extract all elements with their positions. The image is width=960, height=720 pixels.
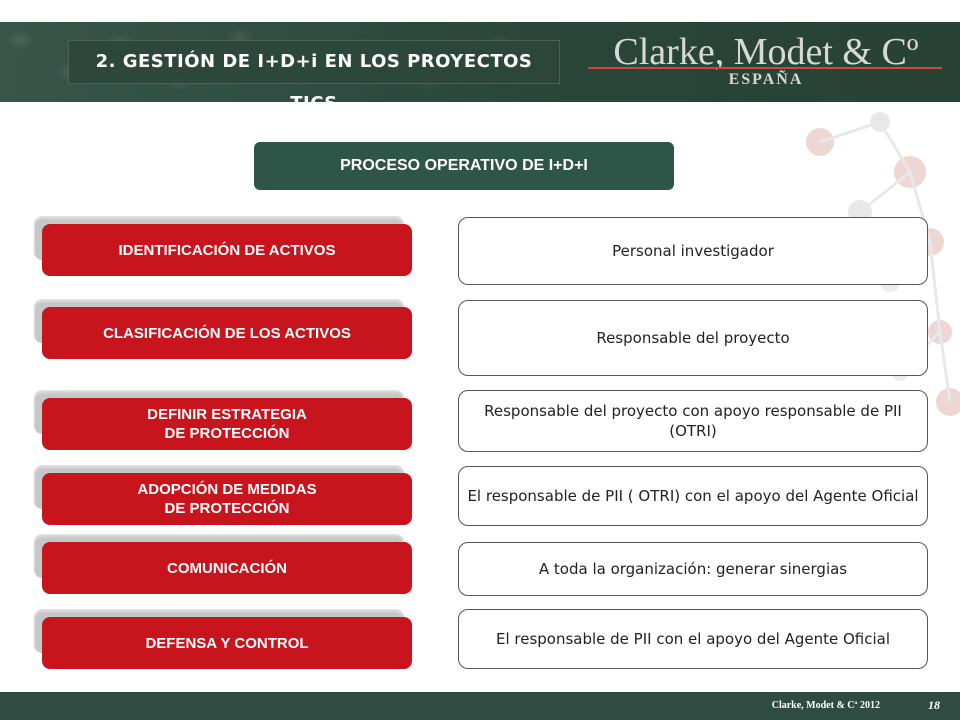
step-label-line1: ADOPCIÓN DE MEDIDAS [137,481,317,498]
step-identificacion[interactable]: IDENTIFICACIÓN DE ACTIVOS [34,216,412,276]
step-label-line2: DE PROTECCIÓN [164,425,290,442]
step-button[interactable]: DEFENSA Y CONTROL [42,617,412,669]
step-medidas[interactable]: ADOPCIÓN DE MEDIDAS DE PROTECCIÓN [34,465,412,525]
step-button[interactable]: IDENTIFICACIÓN DE ACTIVOS [42,224,412,276]
step-description-medidas: El responsable de PII ( OTRI) con el apo… [458,466,928,526]
header-title-box: 2. GESTIÓN DE I+D+i EN LOS PROYECTOS TIC… [68,40,560,102]
step-button[interactable]: DEFINIR ESTRATEGIA DE PROTECCIÓN [42,398,412,450]
step-clasificacion[interactable]: CLASIFICACIÓN DE LOS ACTIVOS [34,299,412,359]
step-description-identificacion: Personal investigador [458,217,928,285]
step-label-line1: DEFINIR ESTRATEGIA [147,406,307,423]
step-label-line1: DEFENSA Y CONTROL [145,634,309,652]
step-description-estrategia: Responsable del proyecto con apoyo respo… [458,390,928,452]
slide-title: 2. GESTIÓN DE I+D+i EN LOS PROYECTOS TIC… [95,51,533,102]
brand-divider [588,67,942,69]
footer-copyright: Clarke, Modet & Cª 2012 [771,700,880,711]
step-description-comunicacion: A toda la organización: generar sinergia… [458,542,928,596]
step-comunicacion[interactable]: COMUNICACIÓN [34,534,412,594]
step-label-line2: DE PROTECCIÓN [164,500,290,517]
page-number: 18 [928,698,940,712]
step-button[interactable]: ADOPCIÓN DE MEDIDAS DE PROTECCIÓN [42,473,412,525]
step-description-defensa: El responsable de PII con el apoyo del A… [458,609,928,669]
step-label-line1: CLASIFICACIÓN DE LOS ACTIVOS [103,324,351,342]
step-button[interactable]: COMUNICACIÓN [42,542,412,594]
brand-country: ESPAÑA [728,71,804,88]
step-button[interactable]: CLASIFICACIÓN DE LOS ACTIVOS [42,307,412,359]
footer-bar: Clarke, Modet & Cª 2012 18 [0,692,960,720]
step-estrategia[interactable]: DEFINIR ESTRATEGIA DE PROTECCIÓN [34,390,412,450]
step-description-clasificacion: Responsable del proyecto [458,300,928,376]
brand-name: Clarke, Modet & Cº [613,31,919,73]
step-label-line1: COMUNICACIÓN [167,559,287,577]
process-header: PROCESO OPERATIVO DE I+D+I [254,142,674,190]
header-banner: 2. GESTIÓN DE I+D+i EN LOS PROYECTOS TIC… [0,22,960,102]
step-defensa[interactable]: DEFENSA Y CONTROL [34,609,412,669]
step-label-line1: IDENTIFICACIÓN DE ACTIVOS [118,241,336,259]
